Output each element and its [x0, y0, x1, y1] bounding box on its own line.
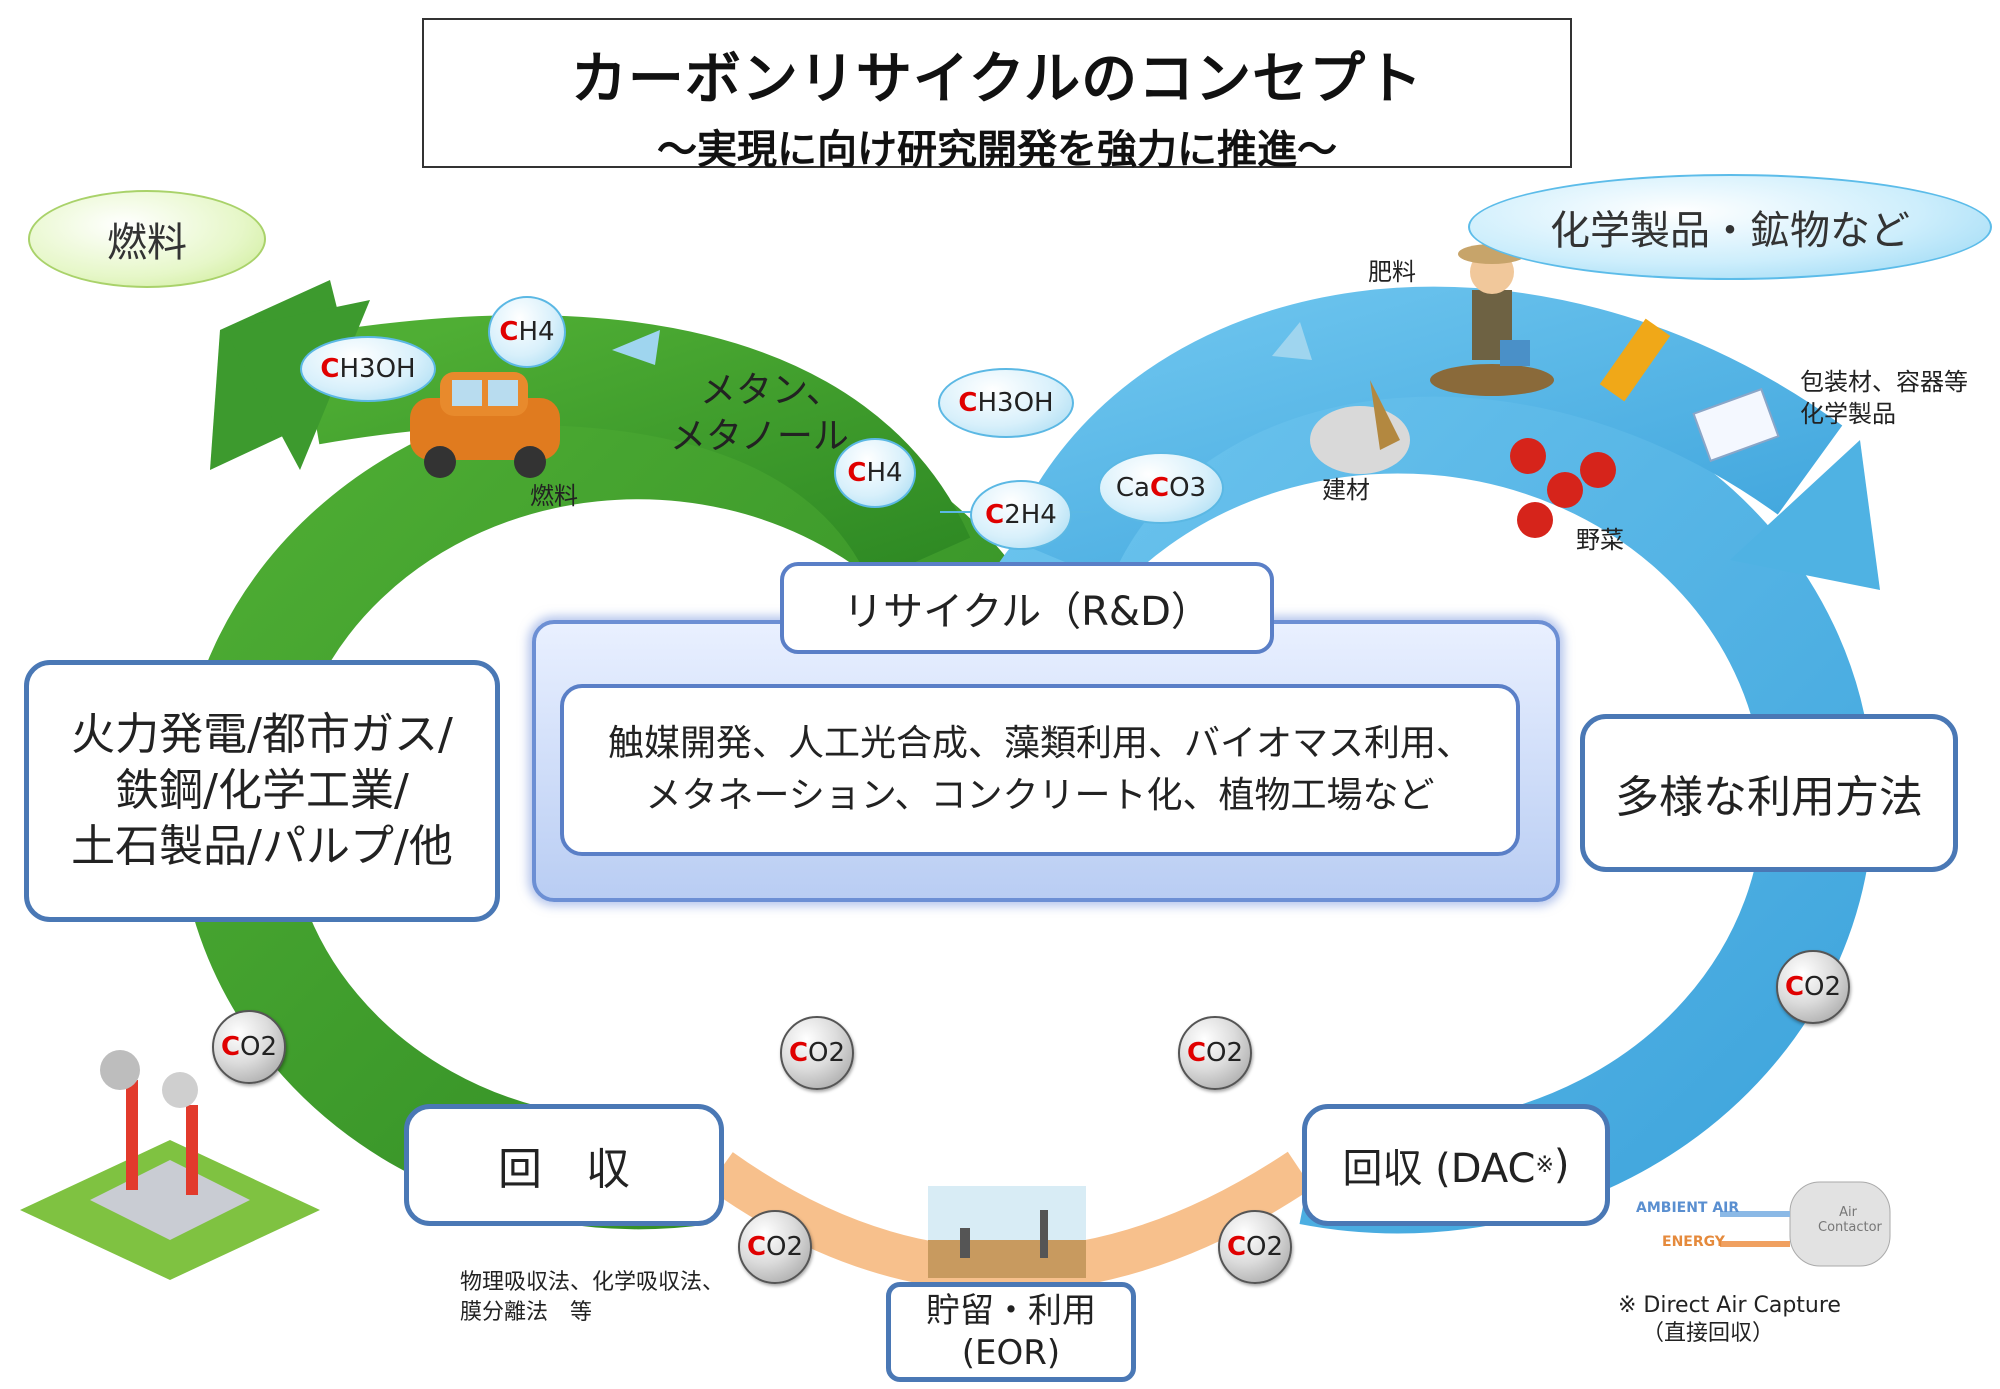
- title-box: カーボンリサイクルのコンセプト ～実現に向け研究開発を強力に推進～: [422, 18, 1572, 173]
- energy-label: ENERGY: [1662, 1234, 1725, 1250]
- blue-arrow-head: [1730, 440, 1880, 590]
- fertilizer-label: 肥料: [1368, 258, 1416, 286]
- vegetables-label: 野菜: [1576, 526, 1624, 554]
- recycle-line-2: メタネーション、コンクリート化、植物工場など: [645, 775, 1435, 816]
- air-contactor-label: Air Contactor: [1818, 1205, 1882, 1235]
- uses-box: 多様な利用方法: [1580, 714, 1958, 872]
- car-fuel-label: 燃料: [530, 482, 578, 510]
- storage-box: 貯留・利用 (EOR): [886, 1282, 1136, 1382]
- packaging-illustration: [1599, 318, 1780, 463]
- packaging-label: 包装材、容器等 化学製品: [1800, 368, 1968, 428]
- recycle-label: リサイクル（R&D）: [780, 562, 1274, 654]
- small-arrow-green: [612, 330, 660, 365]
- building-material-illustration: [1310, 380, 1410, 474]
- dac-note: ※ Direct Air Capture （直接回収）: [1618, 1293, 1841, 1346]
- vegetables-illustration: [1510, 438, 1616, 538]
- ambient-air-label: AMBIENT AIR: [1636, 1200, 1740, 1216]
- recycle-content: 触媒開発、人工光合成、藻類利用、バイオマス利用、 メタネーション、コンクリート化…: [560, 684, 1520, 856]
- dac-box: 回収 (DAC※): [1302, 1104, 1610, 1226]
- capture-methods: 物理吸収法、化学吸収法、 膜分離法 等: [460, 1270, 725, 1325]
- car-illustration: [410, 372, 560, 478]
- capture-box: 回 収: [404, 1104, 724, 1226]
- recycle-line-1: 触媒開発、人工光合成、藻類利用、バイオマス利用、: [607, 723, 1472, 764]
- building-material-label: 建材: [1322, 476, 1370, 504]
- small-arrow-blue: [1272, 322, 1312, 360]
- title-main: カーボンリサイクルのコンセプト: [570, 47, 1424, 112]
- title-sub: ～実現に向け研究開発を強力に推進～: [657, 127, 1337, 173]
- factory-illustration: [20, 1050, 320, 1280]
- farmer-illustration: [1430, 244, 1554, 396]
- methane-label: メタン、 メタノール: [670, 370, 849, 457]
- emission-sources-box: 火力発電/都市ガス/ 鉄鋼/化学工業/ 土石製品/パルプ/他: [24, 660, 500, 922]
- air-contactor-illustration: [1720, 1181, 1891, 1267]
- eor-illustration: [928, 1186, 1086, 1278]
- chemicals-pill: 化学製品・鉱物など: [1468, 174, 1992, 280]
- fuel-pill: 燃料: [28, 190, 266, 288]
